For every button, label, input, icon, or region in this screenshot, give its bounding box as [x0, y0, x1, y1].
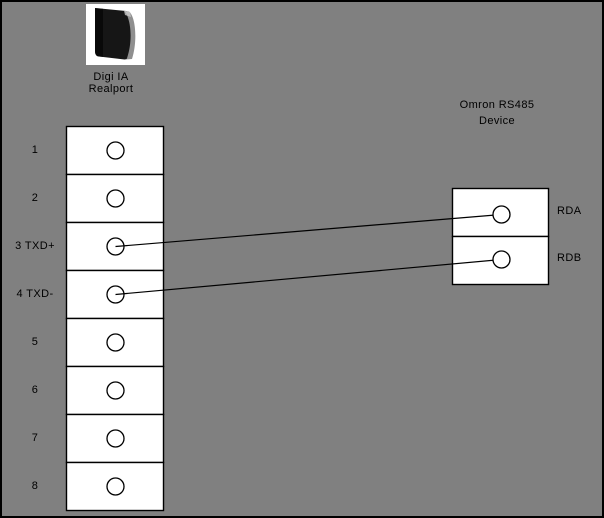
terminal-label-rda: RDA	[557, 205, 582, 217]
device-left-edge	[95, 8, 103, 57]
pin-label-2: 2	[31, 192, 39, 204]
left-device-label-line1: Digi IA	[93, 71, 129, 83]
pin-terminal-circle-6	[106, 381, 125, 400]
right-device-label-line2: Device	[478, 115, 516, 127]
pin-terminal-circle-1	[106, 141, 125, 160]
digi-device-photo-art	[95, 8, 136, 60]
device-body-shape	[95, 8, 133, 60]
terminal-label-rdb: RDB	[557, 252, 582, 264]
pin-terminal-circle-8	[106, 477, 125, 496]
left-device-label-line2: Realport	[88, 83, 134, 95]
pin-label-3-txd-plus: 3 TXD+	[15, 240, 55, 252]
pin-label-7: 7	[31, 432, 39, 444]
terminal-circle-rdb	[492, 250, 511, 269]
right-device-label: Omron RS485 Device	[437, 97, 557, 129]
right-terminal-circles	[492, 205, 511, 269]
right-connector-block	[451, 187, 550, 286]
pin-label-5: 5	[31, 336, 39, 348]
pin-terminal-circle-2	[106, 189, 125, 208]
wires	[115, 213, 502, 296]
terminal-circle-rda	[492, 205, 511, 224]
pin-label-6: 6	[31, 384, 39, 396]
pin-label-8: 8	[31, 480, 39, 492]
pin-terminal-circle-7	[106, 429, 125, 448]
left-device-label: Digi IA Realport	[76, 71, 146, 95]
wire-txdminus-to-rdb	[115, 258, 502, 296]
pin-terminal-circle-5	[106, 333, 125, 352]
pin-label-4-txd-minus: 4 TXD-	[16, 288, 54, 300]
pin-cell	[65, 461, 165, 512]
wire-txdplus-to-rda	[115, 213, 502, 248]
device-top-notch	[124, 10, 131, 17]
device-edge-highlight	[124, 10, 136, 60]
digi-device-photo	[86, 4, 145, 65]
right-device-label-line1: Omron RS485	[459, 99, 535, 111]
pin-label-1: 1	[31, 144, 39, 156]
left-connector-block	[65, 125, 165, 512]
